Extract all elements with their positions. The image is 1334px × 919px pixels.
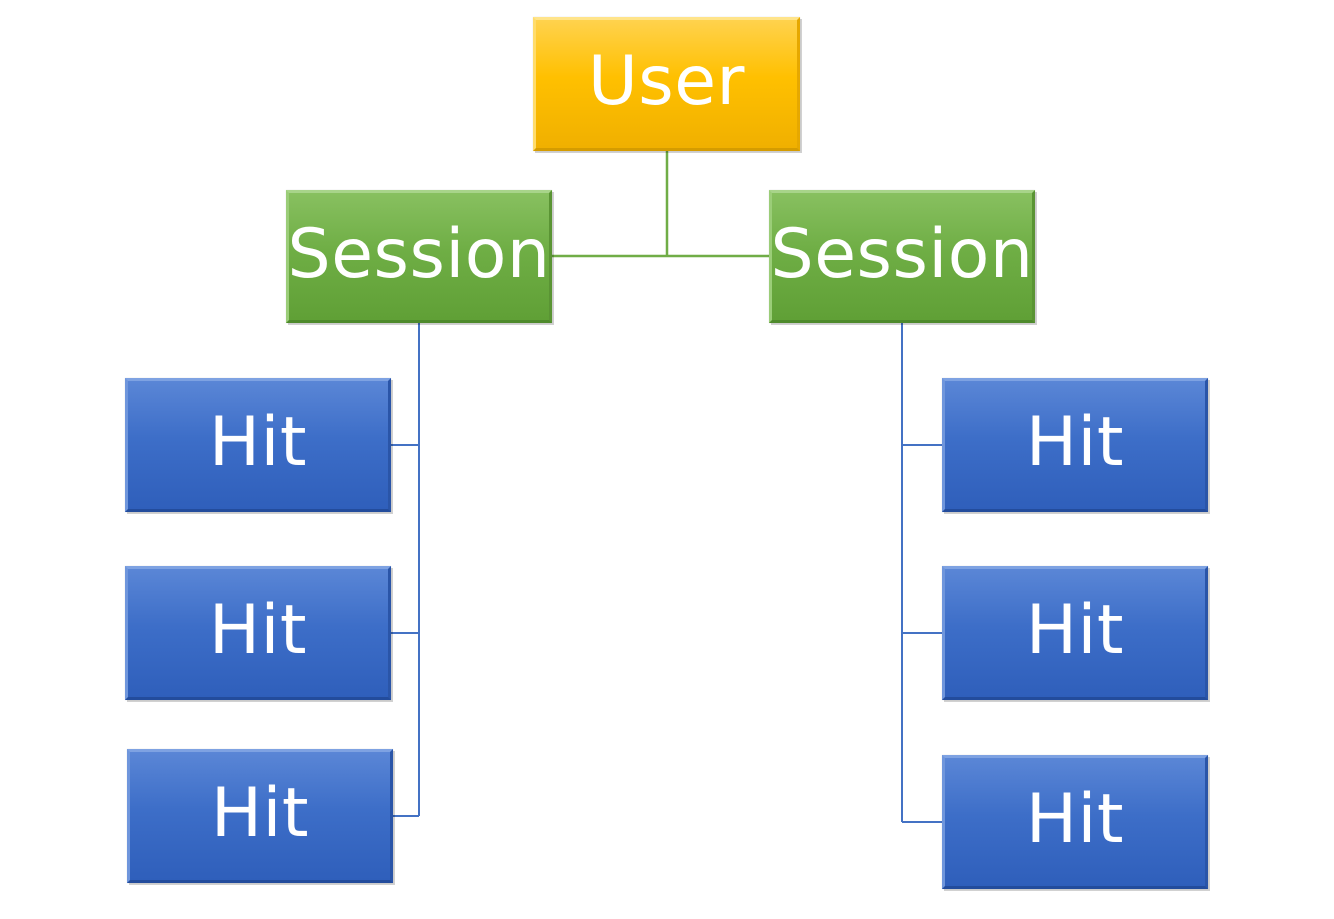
- hit-node-label: Hit: [1025, 591, 1125, 670]
- session-node-right: Session: [769, 190, 1035, 323]
- hit-node-left-1: Hit: [125, 378, 391, 512]
- session-node-label: Session: [770, 214, 1034, 294]
- hit-node-right-3: Hit: [942, 755, 1208, 889]
- left-session-hit-connectors: [391, 323, 420, 817]
- hit-node-label: Hit: [1025, 403, 1125, 482]
- hit-node-right-2: Hit: [942, 566, 1208, 700]
- hit-node-left-2: Hit: [125, 566, 391, 700]
- hit-node-label: Hit: [1025, 780, 1125, 859]
- hit-node-label: Hit: [208, 591, 308, 670]
- session-node-label: Session: [287, 214, 551, 294]
- right-session-hit-connectors: [901, 323, 942, 823]
- session-node-left: Session: [286, 190, 552, 323]
- user-node-label: User: [588, 42, 745, 121]
- user-node: User: [533, 17, 800, 151]
- hit-node-label: Hit: [208, 403, 308, 482]
- user-session-connectors: [552, 151, 769, 258]
- hit-node-label: Hit: [210, 774, 310, 853]
- hit-node-right-1: Hit: [942, 378, 1208, 512]
- hit-node-left-3: Hit: [127, 749, 393, 883]
